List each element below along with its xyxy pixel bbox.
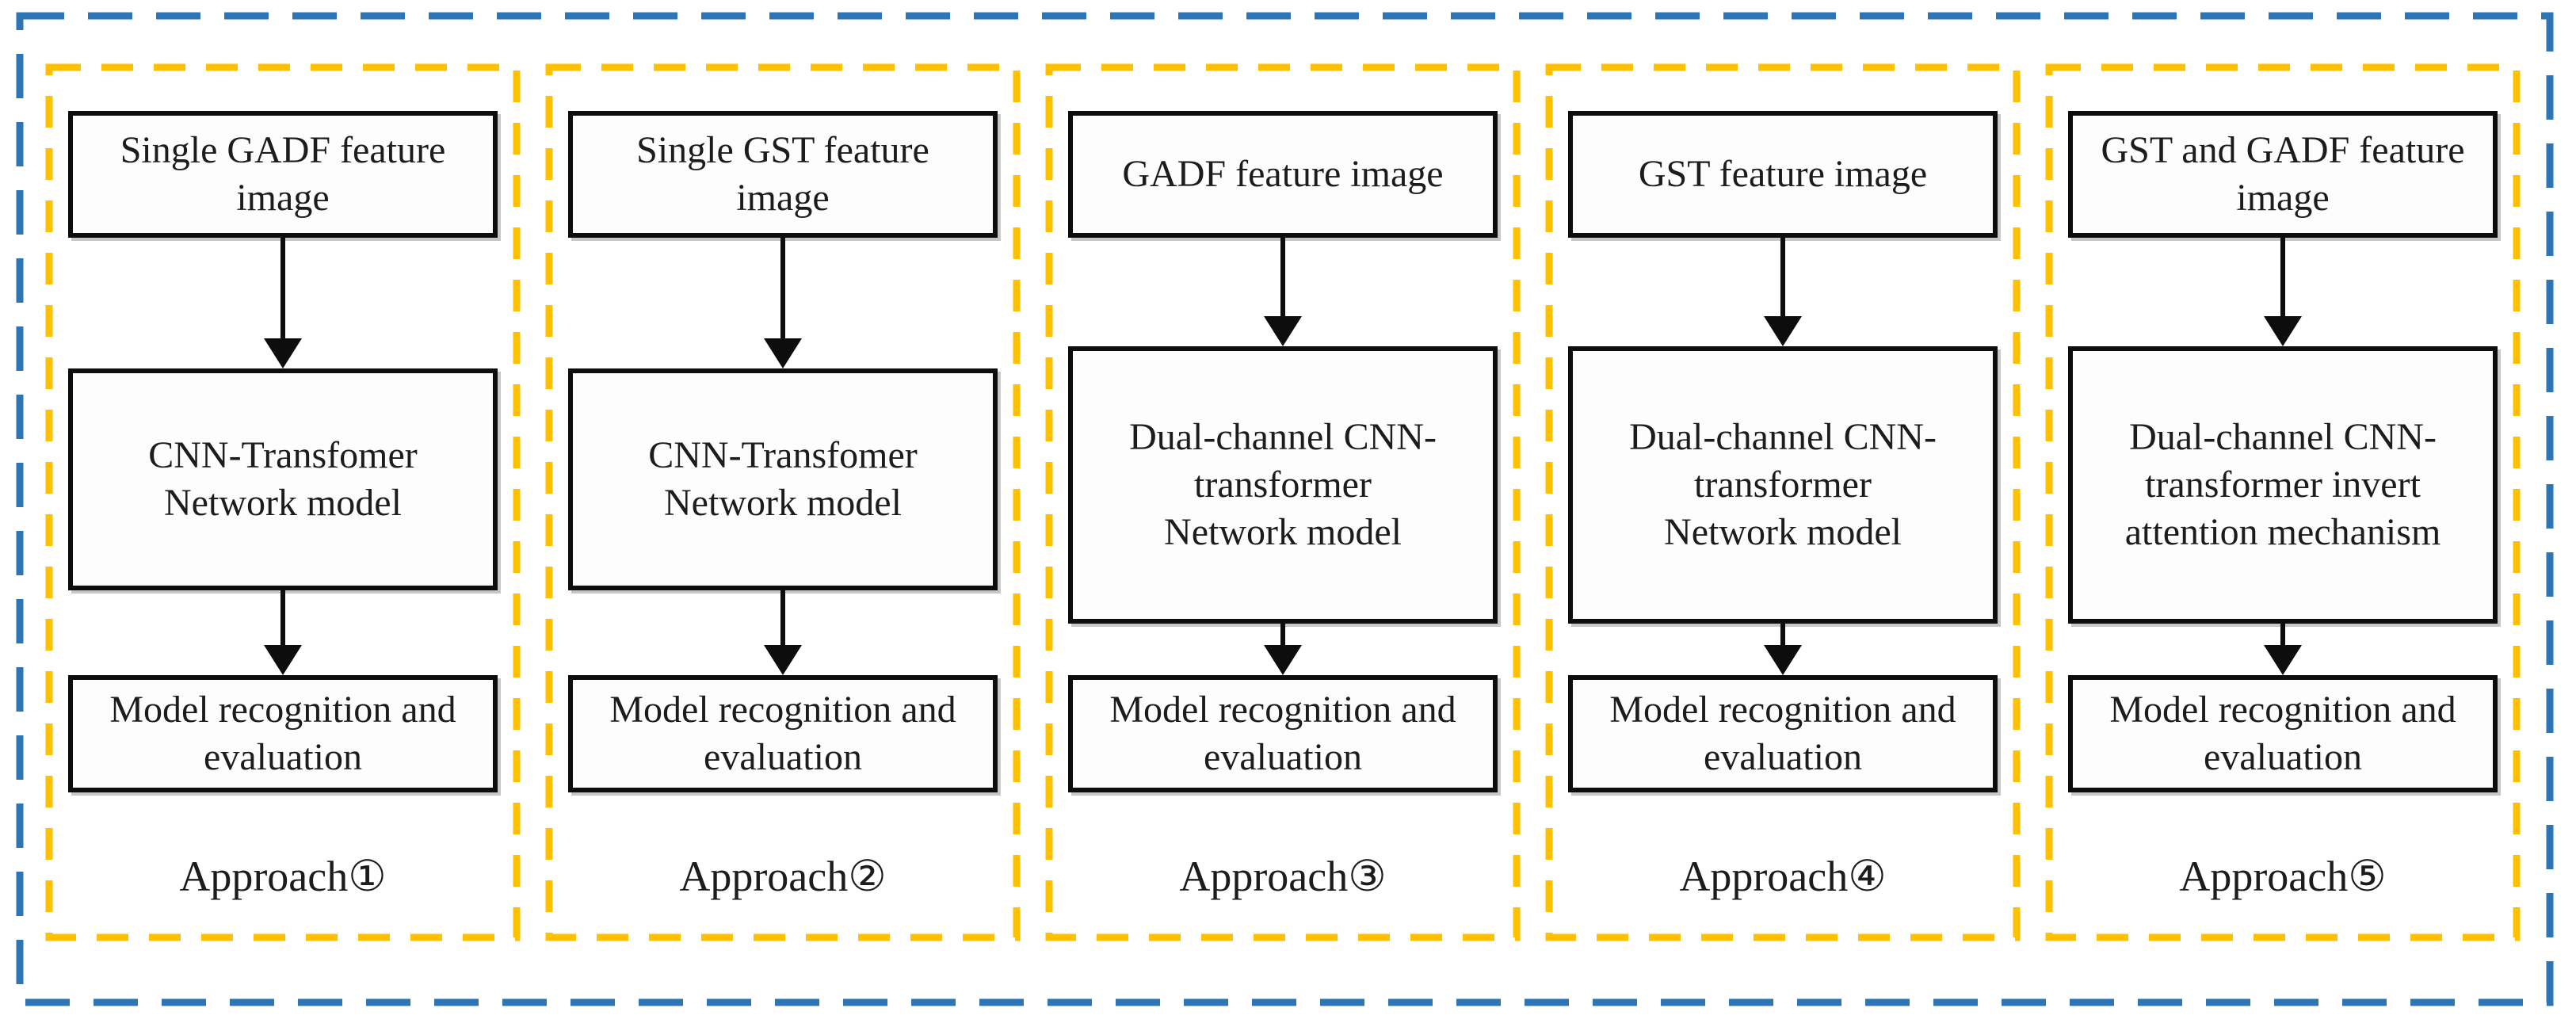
down-arrow-icon [2264, 624, 2302, 675]
approach-2-evaluation-box: Model recognition and evaluation [568, 675, 998, 792]
approach-5-evaluation-box: Model recognition and evaluation [2068, 675, 2498, 792]
arrow-shaft [780, 590, 785, 647]
arrow-head [1264, 316, 1302, 346]
approach-3-input-box: GADF feature image [1068, 111, 1498, 238]
approach-4-evaluation-box: Model recognition and evaluation [1568, 675, 1998, 792]
approach-1-evaluation-box: Model recognition and evaluation [68, 675, 498, 792]
arrow-head [1764, 316, 1802, 346]
approach-1-title: Approach① [179, 852, 387, 900]
approach-1-input-box: Single GADF feature image [68, 111, 498, 238]
down-arrow-icon [1764, 624, 1802, 675]
approach-2-title: Approach② [679, 852, 887, 900]
approach-2-model-box: CNN-Transfomer Network model [568, 368, 998, 590]
approach-2-input-box: Single GST feature image [568, 111, 998, 238]
approach-5-model-label: Dual-channel CNN- transformer invert att… [2124, 416, 2441, 553]
arrow-head [1764, 645, 1802, 675]
down-arrow-icon [2264, 238, 2302, 346]
approach-5-input-box: GST and GADF feature image [2068, 111, 2498, 238]
approach-2-group: Single GST feature image CNN-Transfomer … [549, 67, 1017, 937]
approach-3-title: Approach③ [1179, 852, 1387, 900]
arrow-shaft [280, 590, 285, 647]
approach-2-evaluation-label: Model recognition and evaluation [609, 689, 956, 778]
approach-4-group: GST feature image Dual-channel CNN- tran… [1549, 67, 2017, 937]
approach-1-model-label: CNN-Transfomer Network model [148, 434, 418, 524]
arrow-shaft [780, 238, 785, 340]
approach-5-evaluation-label: Model recognition and evaluation [2109, 689, 2456, 778]
arrow-head [2264, 645, 2302, 675]
down-arrow-icon [264, 238, 302, 368]
approach-1-evaluation-label: Model recognition and evaluation [109, 689, 456, 778]
arrow-head [2264, 316, 2302, 346]
approach-3-input-label: GADF feature image [1122, 153, 1444, 195]
arrow-shaft [2280, 238, 2285, 318]
approach-5-model-box: Dual-channel CNN- transformer invert att… [2068, 346, 2498, 624]
approach-1-model-box: CNN-Transfomer Network model [68, 368, 498, 590]
approach-5-group: GST and GADF feature image Dual-channel … [2049, 67, 2517, 937]
approach-4-model-label: Dual-channel CNN- transformer Network mo… [1629, 416, 1937, 553]
down-arrow-icon [1264, 238, 1302, 346]
arrow-shaft [1780, 624, 1785, 647]
approach-4-input-label: GST feature image [1638, 153, 1928, 195]
arrow-head [264, 645, 302, 675]
down-arrow-icon [1264, 624, 1302, 675]
approach-2-input-label: Single GST feature image [636, 129, 929, 219]
approach-3-model-label: Dual-channel CNN- transformer Network mo… [1129, 416, 1437, 553]
arrow-head [1264, 645, 1302, 675]
arrow-head [264, 338, 302, 368]
down-arrow-icon [264, 590, 302, 675]
approach-4-model-box: Dual-channel CNN- transformer Network mo… [1568, 346, 1998, 624]
approach-3-evaluation-box: Model recognition and evaluation [1068, 675, 1498, 792]
arrow-shaft [1280, 624, 1285, 647]
arrow-head [764, 338, 802, 368]
approach-4-evaluation-label: Model recognition and evaluation [1609, 689, 1956, 778]
approach-5-title: Approach⑤ [2179, 852, 2387, 900]
approach-3-group: GADF feature image Dual-channel CNN- tra… [1049, 67, 1517, 937]
approach-1-group: Single GADF feature image CNN-Transfomer… [49, 67, 517, 937]
approach-3-model-box: Dual-channel CNN- transformer Network mo… [1068, 346, 1498, 624]
approach-3-evaluation-label: Model recognition and evaluation [1109, 689, 1456, 778]
down-arrow-icon [764, 238, 802, 368]
approach-2-model-label: CNN-Transfomer Network model [648, 434, 918, 524]
approach-4-title: Approach④ [1679, 852, 1887, 900]
approach-4-input-box: GST feature image [1568, 111, 1998, 238]
down-arrow-icon [764, 590, 802, 675]
approach-5-input-label: GST and GADF feature image [2101, 129, 2465, 219]
arrow-shaft [1780, 238, 1785, 318]
down-arrow-icon [1764, 238, 1802, 346]
arrow-shaft [2280, 624, 2285, 647]
approach-1-input-label: Single GADF feature image [120, 129, 446, 219]
arrow-shaft [280, 238, 285, 340]
arrow-head [764, 645, 802, 675]
arrow-shaft [1280, 238, 1285, 318]
